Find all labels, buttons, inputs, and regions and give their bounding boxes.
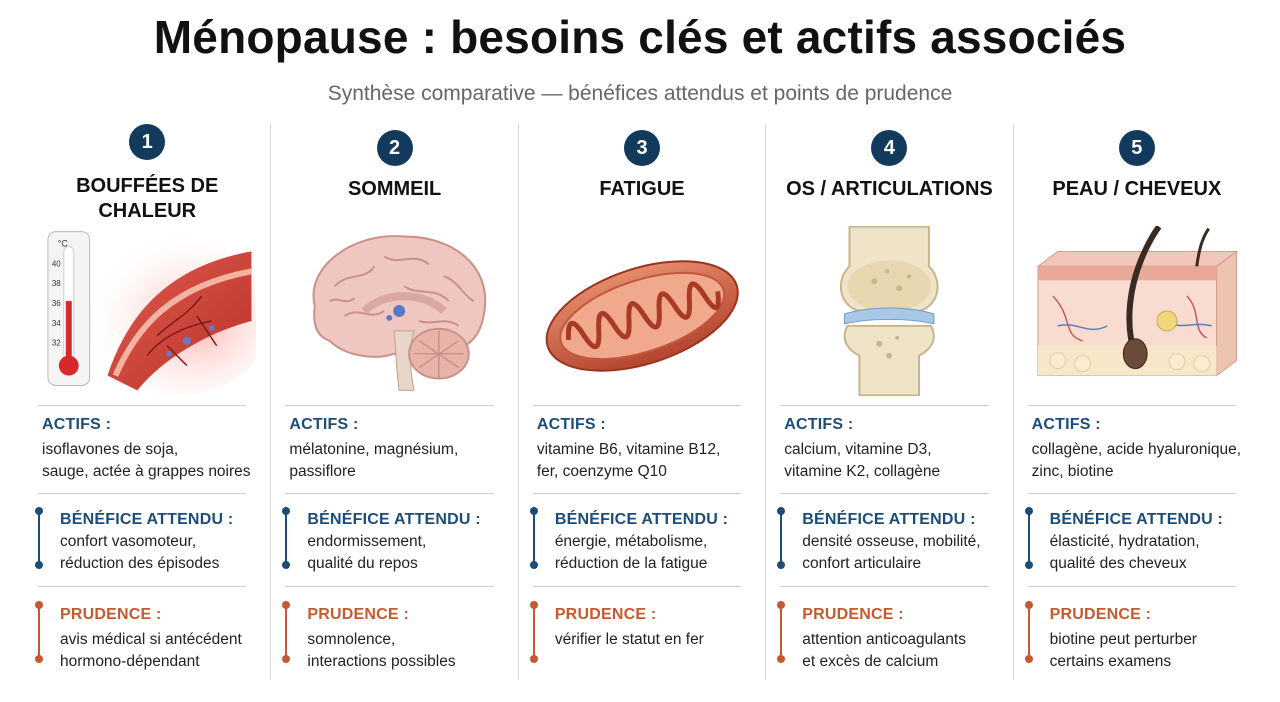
- step-number: 3: [624, 130, 661, 166]
- divider: [38, 493, 247, 494]
- divider: [780, 405, 989, 406]
- benefit-label: BÉNÉFICE ATTENDU :: [802, 511, 976, 528]
- column-bones-joints: 4 OS / ARTICULATIONS ACTIFS : calcium, v…: [766, 124, 1014, 680]
- divider: [1027, 405, 1237, 406]
- actifs-label: ACTIFS :: [1031, 416, 1101, 433]
- caution-marker-icon: [529, 601, 538, 663]
- benefit-text: confort vasomoteur, réduction des épisod…: [60, 533, 220, 572]
- actifs-label: ACTIFS :: [536, 416, 606, 433]
- caution-text: biotine peut perturber certains examens: [1049, 631, 1197, 670]
- caution-label: PRUDENCE :: [802, 606, 904, 623]
- benefit-label: BÉNÉFICE ATTENDU :: [60, 511, 234, 528]
- actifs-text: calcium, vitamine D3, vitamine K2, colla…: [784, 441, 941, 480]
- divider: [285, 493, 494, 494]
- benefit-label: BÉNÉFICE ATTENDU :: [307, 511, 481, 528]
- benefit-text: densité osseuse, mobilité, confort artic…: [802, 533, 981, 572]
- column-heading: OS / ARTICULATIONS: [786, 178, 993, 200]
- benefit-marker-icon: [777, 507, 786, 569]
- skin-hair-cross-section-icon: [1028, 226, 1246, 396]
- divider: [1027, 586, 1237, 587]
- column-heading: PEAU / CHEVEUX: [1052, 178, 1222, 200]
- divider: [532, 493, 742, 494]
- caution-label: PRUDENCE :: [1049, 606, 1152, 623]
- benefit-marker-icon: [529, 507, 538, 569]
- divider: [532, 586, 742, 587]
- column-sleep: 2 SOMMEIL ACTIFS : mélatonine, magnésium…: [271, 124, 519, 680]
- caution-text: somnolence, interactions possibles: [307, 631, 456, 670]
- step-number: 5: [1118, 130, 1155, 166]
- benefit-text: élasticité, hydratation, qualité des che…: [1049, 533, 1200, 572]
- thermometer-tick: 38: [52, 279, 61, 288]
- benefit-label: BÉNÉFICE ATTENDU :: [1049, 511, 1223, 528]
- mitochondria-icon: [533, 226, 751, 396]
- actifs-text: mélatonine, magnésium, passiflore: [289, 441, 459, 480]
- column-heading: BOUFFÉES DE CHALEUR: [76, 175, 219, 222]
- step-number: 1: [129, 124, 166, 160]
- benefit-label: BÉNÉFICE ATTENDU :: [554, 511, 729, 528]
- page-subtitle: Synthèse comparative — bénéfices attendu…: [327, 82, 953, 105]
- caution-marker-icon: [35, 601, 43, 663]
- thermometer-tick: 40: [52, 259, 61, 268]
- needs-columns: 1 BOUFFÉES DE CHALEUR: [24, 124, 1260, 680]
- benefit-marker-icon: [35, 507, 43, 569]
- thermometer-and-blood-vessel-icon: °C 40 38 36 34 32: [38, 226, 257, 396]
- benefit-text: endormissement, qualité du repos: [307, 533, 427, 572]
- thermometer-tick: 36: [52, 299, 61, 308]
- actifs-label: ACTIFS :: [289, 416, 359, 433]
- divider: [1027, 493, 1237, 494]
- divider: [532, 405, 742, 406]
- thermometer-tick: 32: [52, 339, 61, 348]
- actifs-label: ACTIFS :: [784, 416, 854, 433]
- caution-label: PRUDENCE :: [307, 606, 409, 623]
- divider: [285, 405, 494, 406]
- brain-icon: [285, 226, 503, 396]
- actifs-text: isoflavones de soja, sauge, actée à grap…: [42, 441, 251, 480]
- caution-marker-icon: [282, 601, 291, 663]
- thermometer-tick: 34: [52, 319, 61, 328]
- caution-text: vérifier le statut en fer: [554, 631, 704, 648]
- divider: [38, 405, 247, 406]
- caution-marker-icon: [777, 601, 786, 663]
- caution-marker-icon: [1024, 601, 1033, 663]
- column-heading: SOMMEIL: [347, 178, 442, 200]
- divider: [780, 493, 989, 494]
- caution-text: avis médical si antécédent hormono-dépen…: [60, 631, 242, 670]
- benefit-text: énergie, métabolisme, réduction de la fa…: [554, 533, 708, 572]
- caution-label: PRUDENCE :: [554, 606, 657, 623]
- divider: [285, 586, 494, 587]
- actifs-label: ACTIFS :: [42, 416, 112, 433]
- actifs-text: vitamine B6, vitamine B12, fer, coenzyme…: [536, 441, 721, 480]
- page-title: Ménopause : besoins clés et actifs assoc…: [153, 11, 1127, 63]
- knee-joint-icon: [780, 226, 998, 396]
- divider: [38, 586, 247, 587]
- column-heading: FATIGUE: [599, 178, 685, 200]
- benefit-marker-icon: [282, 507, 291, 569]
- divider: [780, 586, 989, 587]
- caution-label: PRUDENCE :: [60, 606, 162, 623]
- step-number: 4: [871, 130, 908, 166]
- thermometer-unit: °C: [58, 238, 69, 248]
- actifs-text: collagène, acide hyaluronique, zinc, bio…: [1031, 441, 1242, 480]
- column-fatigue: 3 FATIGUE ACTIFS : vitamine B6, vitamine…: [519, 124, 767, 680]
- benefit-marker-icon: [1024, 507, 1033, 569]
- caution-text: attention anticoagulants et excès de cal…: [802, 631, 966, 670]
- column-hot-flashes: 1 BOUFFÉES DE CHALEUR: [24, 124, 272, 680]
- step-number: 2: [376, 130, 413, 166]
- column-skin-hair: 5 PEAU / CHEVEUX ACTIFS : collagène, aci…: [1014, 124, 1260, 680]
